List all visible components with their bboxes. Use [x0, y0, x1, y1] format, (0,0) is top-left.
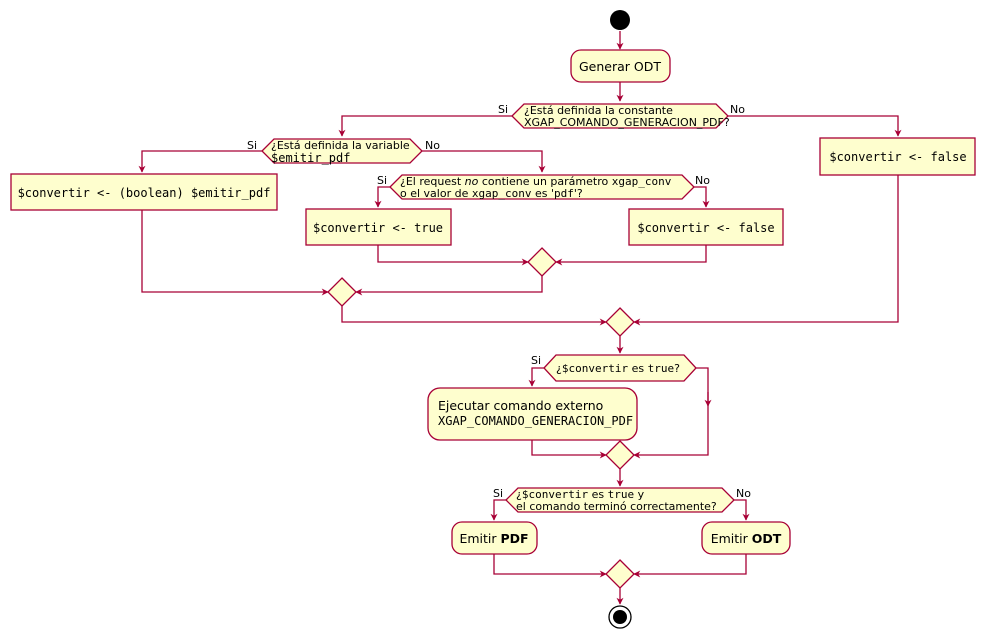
decision-final-yes-label: Si [493, 487, 503, 500]
edge-cond4-yes [528, 367, 544, 387]
decision-convertir: ¿$convertir es true? Si [531, 354, 697, 382]
edge-odt-mergeE [633, 554, 747, 578]
merge-diamond-c [605, 307, 635, 337]
action-ejecutar-line1: Ejecutar comando externo [438, 398, 603, 413]
decision-convertir-yes-label: Si [531, 354, 541, 367]
action-convertir-true-label: $convertir <- true [313, 221, 443, 235]
action-convertir-true: $convertir <- true [305, 208, 452, 246]
edge-mergeB-mergeC [341, 306, 607, 326]
merge-diamond-a [527, 247, 557, 277]
edge-cond3-no [694, 186, 710, 208]
action-ejecutar-line2: XGAP_COMANDO_GENERACION_PDF [438, 414, 633, 428]
action-emitir-pdf-label: Emitir PDF [459, 531, 528, 546]
merge-diamond-e [605, 559, 635, 589]
edge-mergeA-mergeB [355, 276, 543, 296]
edge-cond2-yes [138, 150, 262, 173]
edge-false-mergeA [555, 245, 707, 266]
decision-final: ¿$convertir es true y el comando terminó… [493, 487, 751, 513]
edge-cond1-no [728, 115, 902, 137]
edge-cond4-no [633, 367, 709, 459]
edge-cond5-yes [490, 499, 506, 521]
action-ejecutar: Ejecutar comando externo XGAP_COMANDO_GE… [427, 387, 638, 441]
decision-final-line1: ¿$convertir es true y [516, 488, 645, 501]
decision-constante: ¿Está definida la constante XGAP_COMANDO… [498, 103, 745, 129]
decision-variable-no-label: No [425, 139, 440, 152]
decision-constante-line1: ¿Está definida la constante [524, 104, 673, 117]
action-convertir-false-right: $convertir <- false [819, 137, 976, 176]
action-generar-odt: Generar ODT [570, 49, 671, 83]
decision-constante-line2: XGAP_COMANDO_GENERACION_PDF? [524, 116, 730, 129]
end-node [608, 605, 632, 629]
decision-variable-line1: ¿Está definida la variable [271, 139, 410, 152]
decision-request-line1: ¿El request no contiene un parámetro xga… [400, 175, 672, 188]
action-convertir-boolean: $convertir <- (boolean) $emitir_pdf [10, 173, 278, 211]
decision-request-yes-label: Si [377, 174, 387, 187]
decision-variable: ¿Está definida la variable $emitir_pdf S… [247, 138, 440, 165]
decision-final-no-label: No [736, 487, 751, 500]
decision-constante-no-label: No [730, 103, 745, 116]
decision-request-no-label: No [695, 174, 710, 187]
edge-pdf-mergeE [493, 554, 607, 578]
action-convertir-false-mid-label: $convertir <- false [637, 221, 774, 235]
edge-true-mergeA [377, 245, 529, 266]
decision-final-line2: el comando terminó correctamente? [516, 500, 717, 513]
edge-cond1-yes [338, 115, 512, 137]
start-node [610, 10, 630, 30]
action-convertir-false-mid: $convertir <- false [628, 208, 784, 246]
edge-boolean-mergeB [141, 210, 329, 296]
edge-falseright-mergeC [633, 175, 899, 326]
decision-constante-yes-label: Si [498, 103, 508, 116]
action-generar-odt-label: Generar ODT [579, 59, 661, 74]
decision-convertir-text: ¿$convertir es true? [556, 362, 680, 375]
decision-request-line2: o el valor de xgap_conv es 'pdf'? [400, 187, 583, 200]
action-emitir-odt: Emitir ODT [701, 521, 791, 555]
action-convertir-boolean-label: $convertir <- (boolean) $emitir_pdf [18, 186, 271, 200]
decision-variable-line2: $emitir_pdf [271, 151, 350, 165]
action-convertir-false-right-label: $convertir <- false [829, 150, 966, 164]
edge-cond5-no [734, 499, 750, 521]
merge-diamond-d [605, 440, 635, 470]
action-emitir-pdf: Emitir PDF [451, 521, 538, 555]
merge-diamond-b [327, 277, 357, 307]
edge-cond3-yes [374, 186, 390, 208]
edge-cond2-no [422, 150, 546, 173]
edges [138, 31, 902, 605]
edge-ejecutar-mergeD [531, 440, 607, 459]
decision-request: ¿El request no contiene un parámetro xga… [377, 174, 710, 200]
decision-variable-yes-label: Si [247, 139, 257, 152]
action-emitir-odt-label: Emitir ODT [711, 531, 782, 546]
